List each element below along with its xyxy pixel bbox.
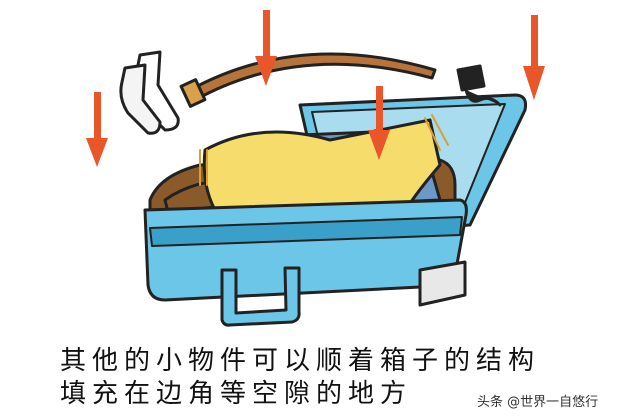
belt [188, 52, 437, 102]
suitcase-body [143, 198, 468, 302]
arrows [86, 10, 545, 167]
arrow-down-icon [86, 92, 108, 167]
arrow-down-icon [368, 86, 390, 160]
arrow-down-icon [255, 10, 277, 86]
watermark: 头条 @世界一自悠行 [477, 395, 599, 410]
arrow-down-icon [523, 15, 545, 100]
suitcase-handle [220, 266, 301, 327]
suitcase-side [418, 260, 467, 307]
charger [456, 64, 502, 107]
clothes-fringe [199, 114, 449, 186]
suitcase-band [149, 216, 463, 247]
caption-line-2: 填充在边角等空隙的地方 [60, 379, 413, 409]
caption-line-1: 其他的小物件可以顺着箱子的结构 [60, 346, 541, 376]
